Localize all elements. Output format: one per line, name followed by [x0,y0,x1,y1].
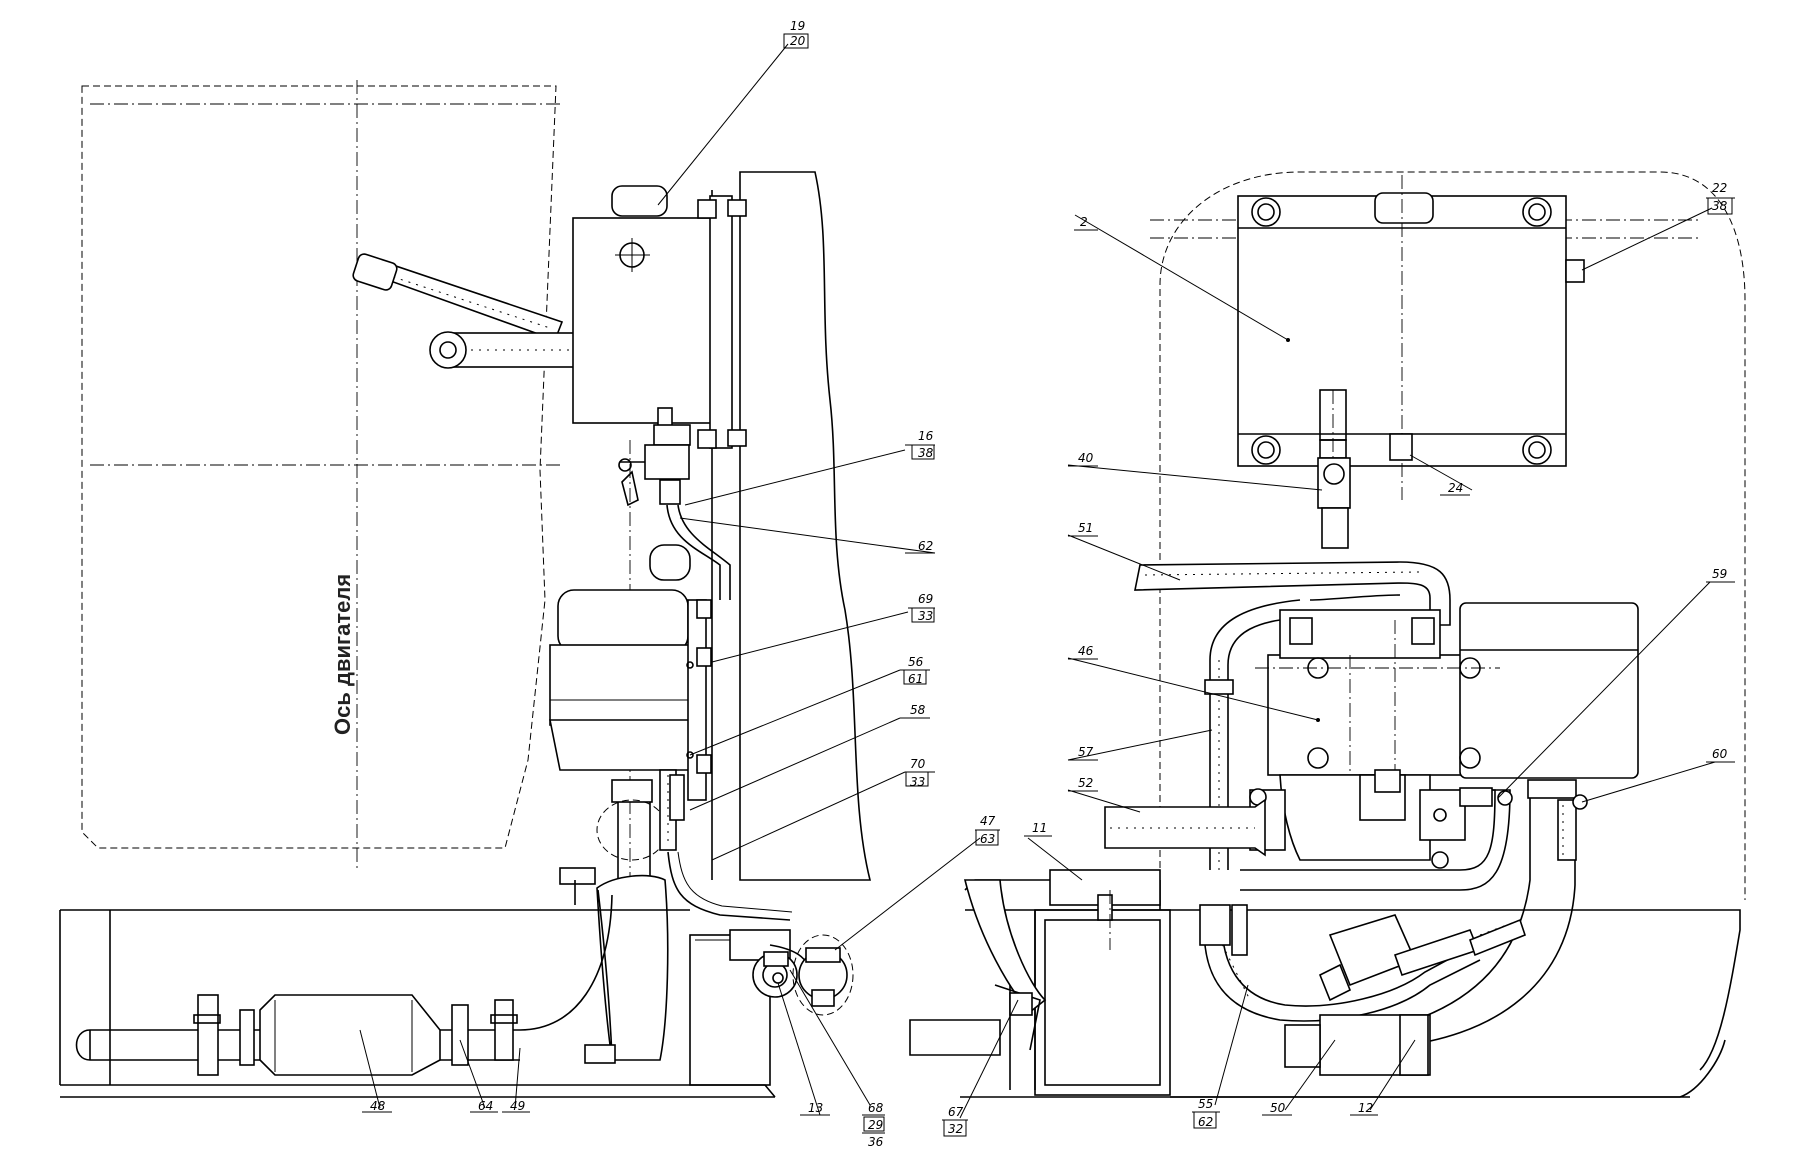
callout-24: 24 [1409,454,1473,496]
svg-text:38: 38 [1712,199,1728,213]
callout-46: 46 [1067,644,1320,722]
svg-text:40: 40 [1078,451,1094,465]
exhaust-pipe-vertical [559,769,677,1064]
svg-text:22: 22 [1712,181,1727,195]
svg-text:62: 62 [1198,1115,1213,1129]
burner-assembly-50 [1284,914,1526,1076]
engine-outline [81,85,557,849]
callout-48: 48 [359,1029,392,1113]
callout-60: 60 [1581,747,1735,803]
callout-2: 2 [1074,214,1290,342]
callout-49: 49 [502,1047,530,1113]
callout-19-20: 19 20 [657,19,809,206]
svg-text:32: 32 [948,1122,963,1136]
callout-22-38: 22 38 [1581,181,1735,271]
right-view [909,171,1746,1098]
callout-67-32: 67 32 [942,999,1019,1137]
svg-text:24: 24 [1448,481,1463,495]
heater-block-46 [1255,602,1639,860]
svg-text:33: 33 [918,609,933,623]
body-outline [1159,171,1746,900]
svg-text:70: 70 [910,757,926,771]
callout-12: 12 [1350,1039,1416,1116]
fuel-line [667,851,791,921]
engine-axis-label: Ось двигателя [330,574,355,735]
svg-text:48: 48 [370,1099,386,1113]
hose-51 [1134,561,1451,626]
svg-text:20: 20 [790,34,806,48]
svg-text:19: 19 [790,19,805,33]
valve-40 [1317,457,1351,549]
callout-69-33: 69 33 [711,592,935,663]
left-base-frame [59,909,854,1098]
svg-text:52: 52 [1078,776,1093,790]
svg-text:11: 11 [1032,821,1047,835]
svg-text:67: 67 [948,1105,964,1119]
bracket-67 [909,879,1047,1090]
callout-50: 50 [1262,1039,1336,1116]
svg-text:49: 49 [510,1099,525,1113]
coolant-tank [1237,175,1585,540]
fuel-pump-assembly [618,424,731,880]
callout-58: 58 [689,703,930,811]
callout-57: 57 [1067,729,1213,761]
callout-16-38: 16 38 [684,429,935,506]
callout-40: 40 [1067,451,1323,491]
callout-51: 51 [1067,521,1181,581]
svg-text:61: 61 [908,672,923,686]
circulation-pump [1249,769,1466,869]
left-view: Ось двигателя [59,80,872,1098]
callout-62: 62 [679,517,936,554]
lower-heater [549,589,712,801]
engine-bracket [352,253,576,369]
svg-text:63: 63 [980,832,995,846]
callout-47-63: 47 63 [834,814,1000,951]
svg-text:29: 29 [868,1118,883,1132]
callouts: 19 20 16 38 62 69 33 [359,19,1735,1149]
svg-text:59: 59 [1712,567,1727,581]
callout-11: 11 [1024,821,1083,881]
pipe-52 [1104,798,1266,857]
svg-text:33: 33 [910,775,925,789]
callout-55-62: 55 62 [1192,984,1249,1129]
svg-text:50: 50 [1270,1101,1286,1115]
callout-52: 52 [1067,776,1141,813]
callout-56-61: 56 61 [689,655,930,756]
svg-text:60: 60 [1712,747,1728,761]
callout-70-33: 70 33 [711,757,935,861]
svg-text:64: 64 [478,1099,493,1113]
exhaust-muffler-assembly [75,894,613,1076]
callout-13: 13 [777,982,830,1116]
svg-text:46: 46 [1078,644,1094,658]
heater-unit [572,185,747,449]
exhaust-hose-55 [1199,904,1481,1022]
svg-text:36: 36 [868,1135,884,1149]
svg-text:58: 58 [910,703,926,717]
svg-text:56: 56 [908,655,924,669]
svg-text:47: 47 [980,814,996,828]
svg-text:57: 57 [1078,745,1094,759]
callout-68-29-36: 68 29 36 [789,969,885,1149]
callout-64: 64 [459,1039,498,1113]
return-pipes [1240,779,1588,1049]
svg-text:38: 38 [918,446,934,460]
svg-text:69: 69 [918,592,933,606]
svg-text:62: 62 [918,539,933,553]
svg-text:12: 12 [1358,1101,1373,1115]
svg-text:13: 13 [808,1101,823,1115]
svg-text:2: 2 [1080,215,1088,229]
svg-text:16: 16 [918,429,934,443]
callout-59: 59 [1497,567,1735,799]
svg-text:68: 68 [868,1101,884,1115]
svg-text:51: 51 [1078,521,1093,535]
svg-text:55: 55 [1198,1097,1213,1111]
